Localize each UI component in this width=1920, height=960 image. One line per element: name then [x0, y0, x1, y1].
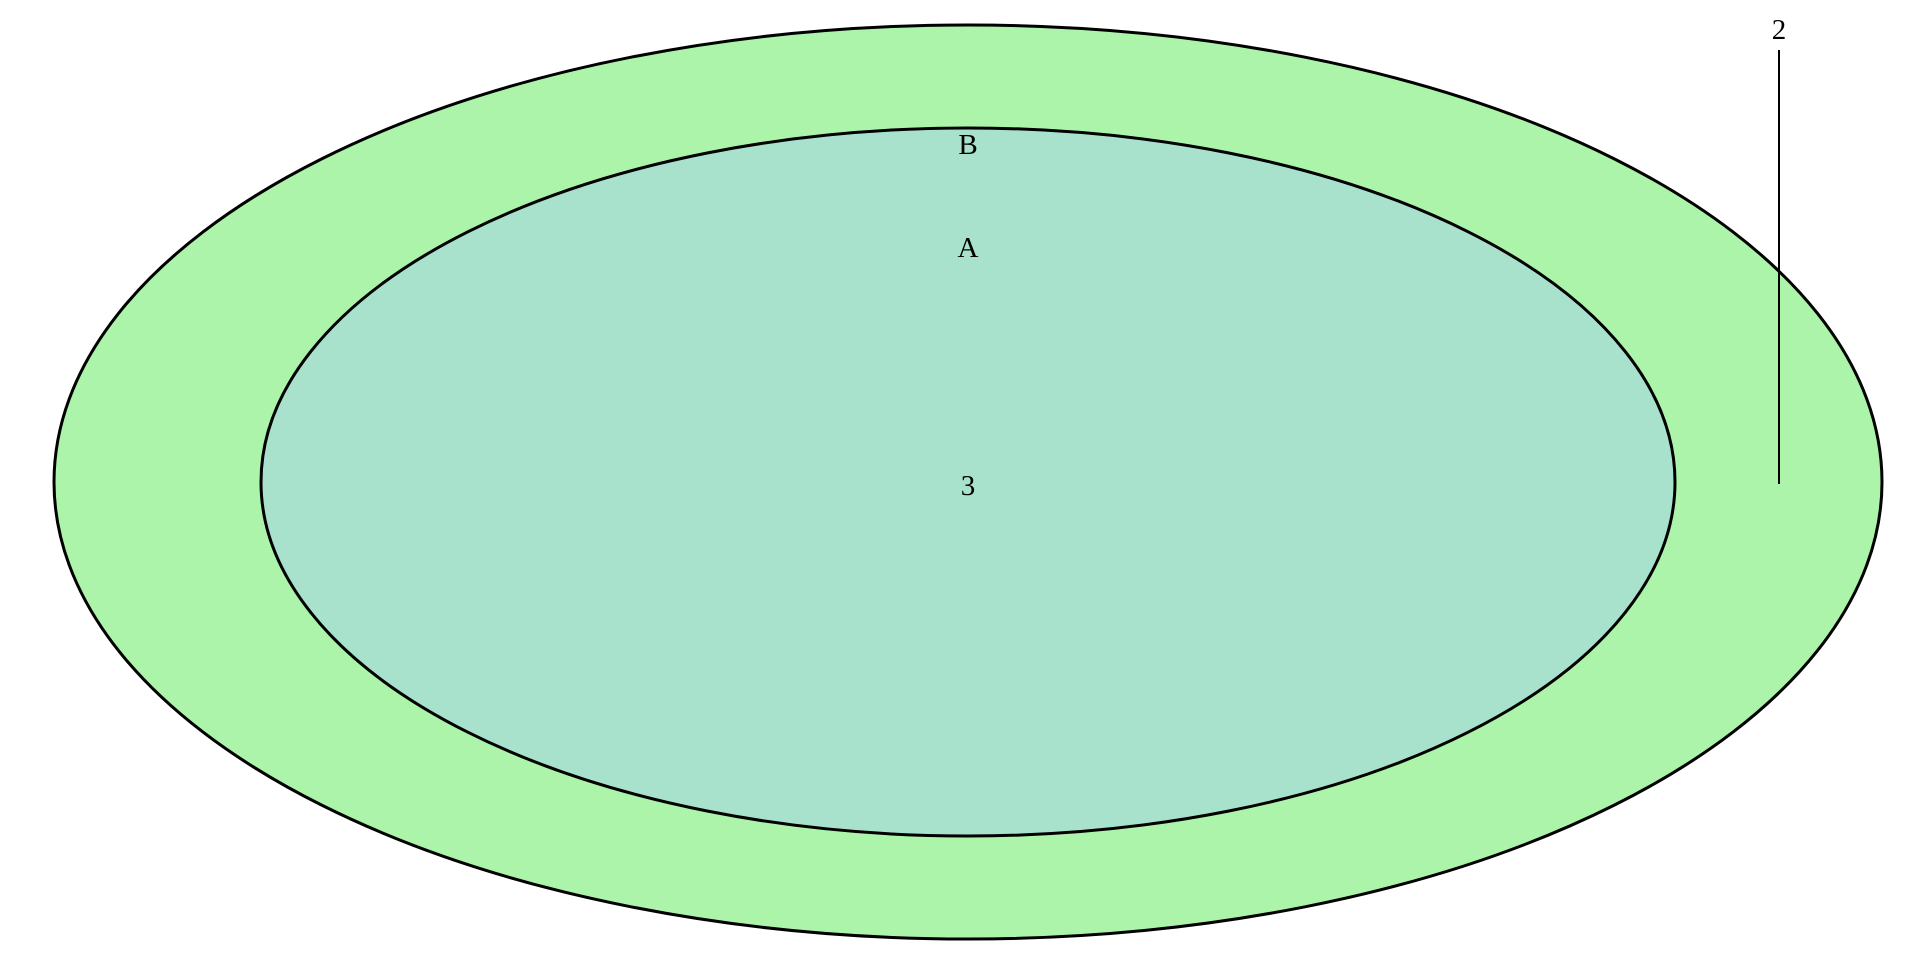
inner-region-count: 3	[961, 470, 976, 502]
outer-set-label: B	[958, 129, 977, 161]
inner-set-label: A	[958, 232, 979, 264]
inner-set-ellipse	[259, 126, 1677, 838]
outer-region-count: 2	[1772, 14, 1787, 46]
